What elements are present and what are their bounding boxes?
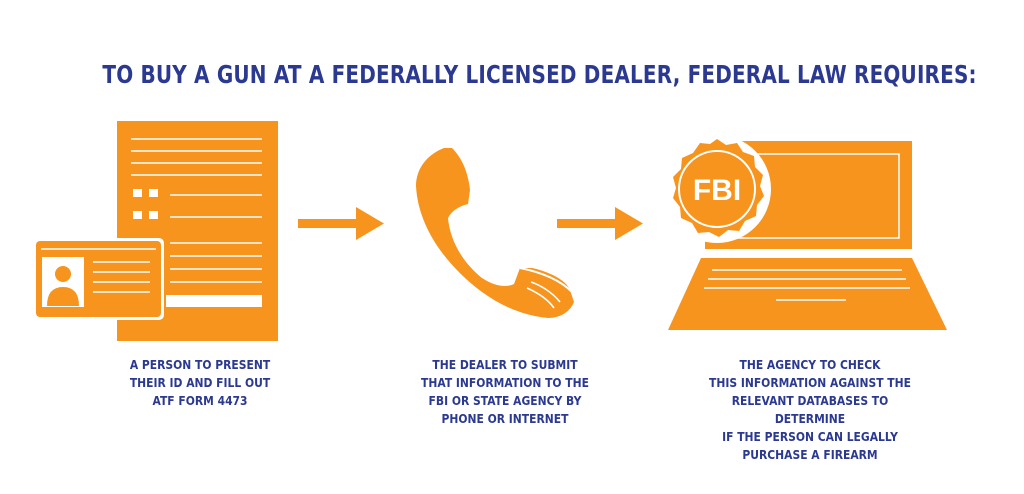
- telephone-handset-icon: [416, 148, 574, 318]
- id-card-icon: [33, 238, 164, 320]
- fbi-seal-icon: FBI: [663, 135, 771, 243]
- id-card-and-form-icon: [33, 121, 278, 341]
- laptop-with-fbi-seal-icon: FBI: [663, 135, 947, 330]
- step-2-caption: THE DEALER TO SUBMIT THAT INFORMATION TO…: [421, 357, 589, 426]
- step-3-caption: THE AGENCY TO CHECK THIS INFORMATION AGA…: [709, 357, 911, 462]
- seal-label: FBI: [693, 174, 741, 207]
- page-title: TO BUY A GUN AT A FEDERALLY LICENSED DEA…: [102, 60, 977, 89]
- laptop-base: [668, 258, 947, 330]
- arrow-right-icon: [557, 207, 643, 240]
- step-1-caption: A PERSON TO PRESENT THEIR ID AND FILL OU…: [129, 357, 271, 408]
- arrow-right-icon: [298, 207, 384, 240]
